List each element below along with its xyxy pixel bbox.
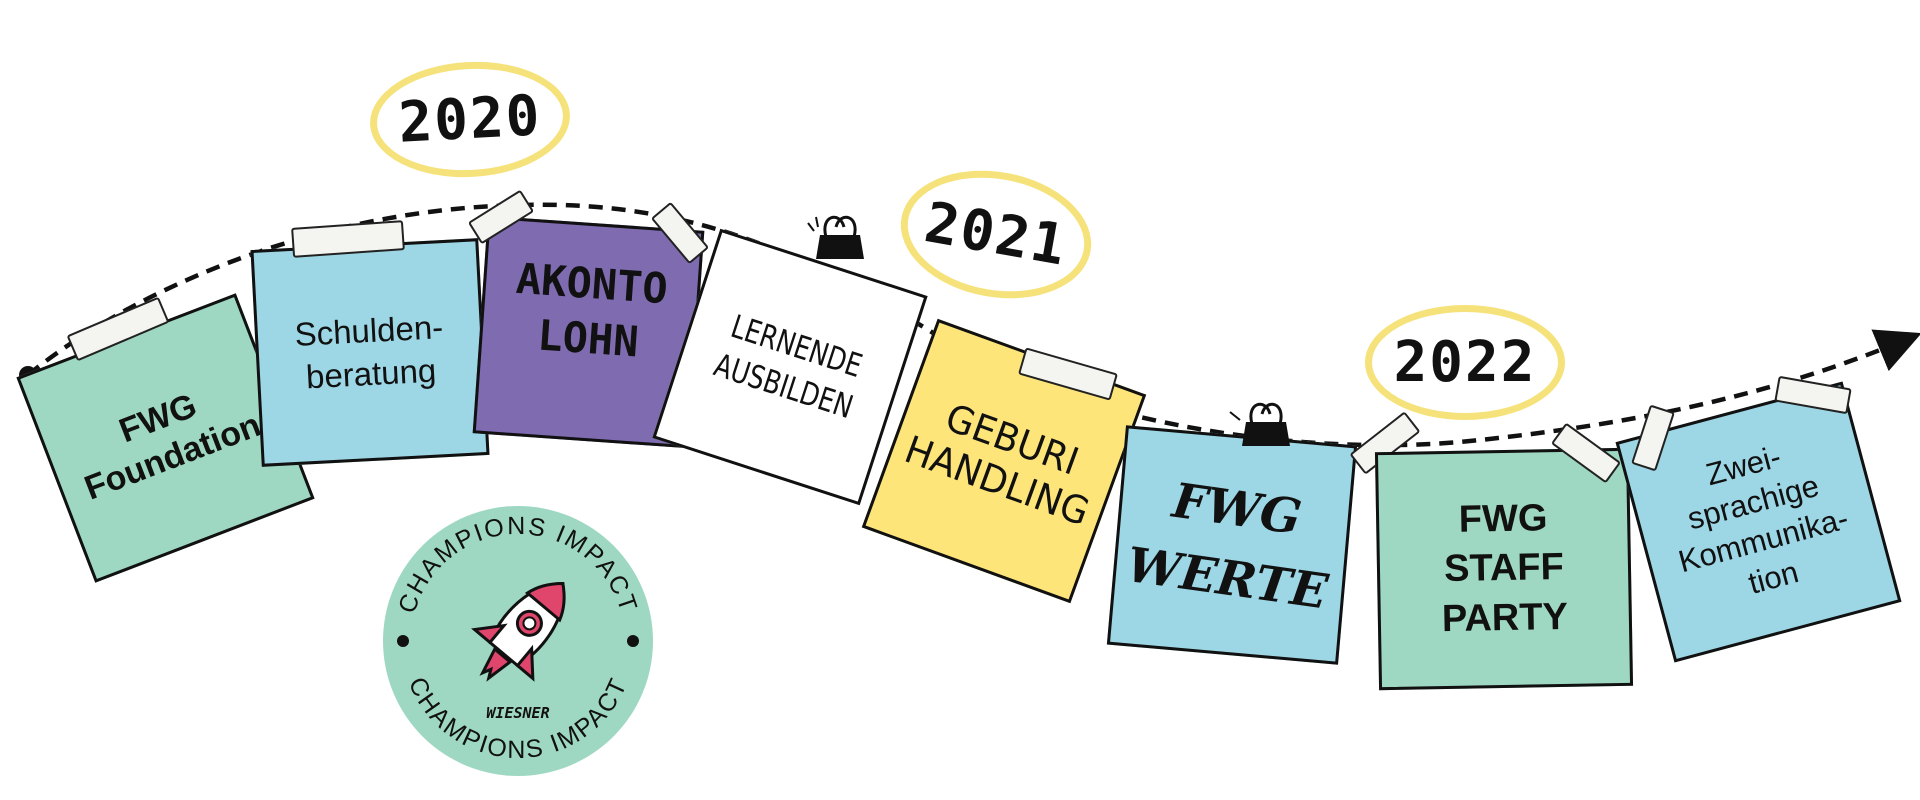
note-schuldenberatung: Schulden- beratung xyxy=(250,238,490,467)
note-label: AKONTO LOHN xyxy=(514,254,670,367)
note-label: Zwei- sprachige Kommunika- tion xyxy=(1674,438,1852,601)
champions-impact-badge: CHAMPIONS IMPACT CHAMPIONS IMPACT WIESNE… xyxy=(383,506,653,776)
badge-ring-text: CHAMPIONS IMPACT CHAMPIONS IMPACT xyxy=(393,512,641,764)
badge-logo-text: WIESNER xyxy=(486,704,550,722)
note-label: GEBURI HANDLING xyxy=(898,395,1095,535)
year-label-2022: 2022 xyxy=(1365,305,1565,420)
binder-clip-icon xyxy=(1229,402,1290,446)
note-fwg-staff-party: FWG STAFF PARTY xyxy=(1374,447,1634,691)
rocket-icon xyxy=(471,581,566,682)
note-label: FWG STAFF PARTY xyxy=(1441,497,1569,640)
note-label: LERNENDE AUSBILDEN xyxy=(709,307,867,427)
note-label: FWG WERTE xyxy=(1123,473,1332,621)
note-label: FWG Foundation xyxy=(79,386,266,508)
note-label: Schulden- beratung xyxy=(293,307,444,395)
binder-clip-icon xyxy=(807,215,864,259)
